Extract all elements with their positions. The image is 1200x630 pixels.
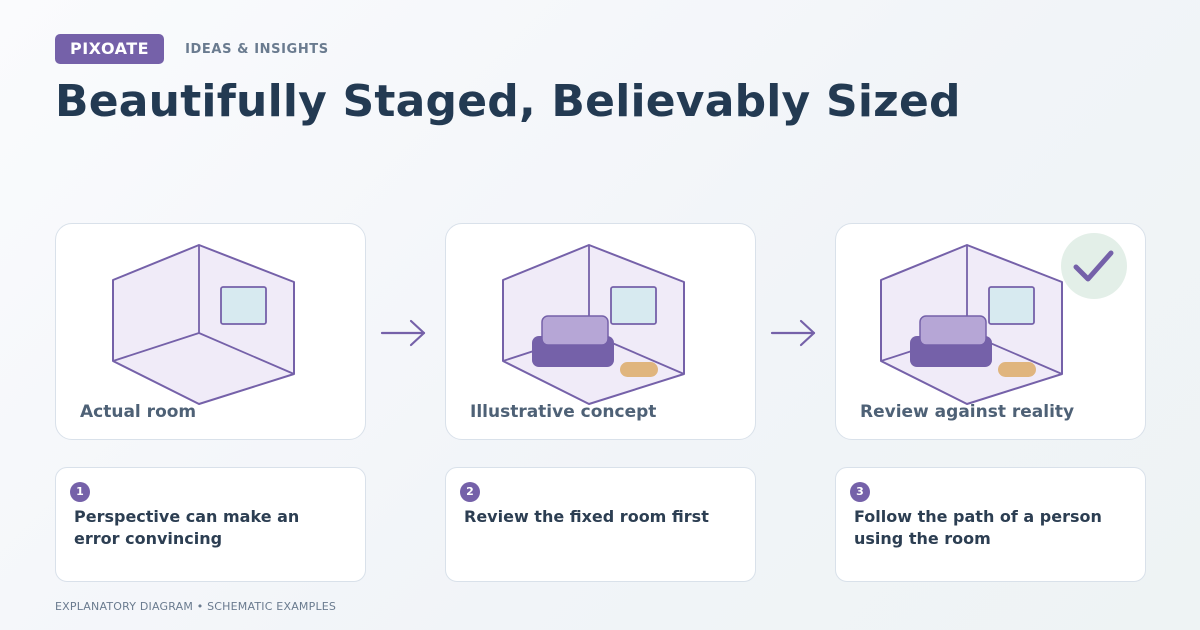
step-number-badge: 1: [70, 482, 90, 502]
step-number-badge: 3: [850, 482, 870, 502]
rug-icon: [620, 362, 658, 377]
window-icon: [610, 286, 657, 325]
room-illustration: [112, 244, 295, 405]
panel-actual-room: Actual room: [55, 223, 366, 440]
step-text: Follow the path of a person using the ro…: [854, 507, 1102, 548]
brand: PIXOATE IDEAS & INSIGHTS: [55, 34, 329, 64]
arrow-right-icon: [380, 319, 426, 347]
panel-label: Actual room: [80, 402, 197, 422]
step-card-3: 3 Follow the path of a person using the …: [835, 467, 1146, 582]
panel-review-against-reality: Review against reality: [835, 223, 1146, 440]
panel-label: Illustrative concept: [470, 402, 657, 422]
brand-tagline: IDEAS & INSIGHTS: [185, 41, 329, 57]
step-text: Review the fixed room first: [464, 507, 709, 526]
rug-icon: [998, 362, 1036, 377]
page-title: Beautifully Staged, Believably Sized: [55, 76, 961, 127]
checkmark-icon: [1061, 233, 1127, 299]
step-card-2: 2 Review the fixed room first: [445, 467, 756, 582]
panel-illustrative-concept: Illustrative concept: [445, 223, 756, 440]
step-number-badge: 2: [460, 482, 480, 502]
room-illustration: [880, 244, 1063, 405]
step-card-1: 1 Perspective can make an error convinci…: [55, 467, 366, 582]
footer-caption: EXPLANATORY DIAGRAM • SCHEMATIC EXAMPLES: [55, 600, 337, 613]
panel-label: Review against reality: [860, 402, 1075, 422]
brand-logo: PIXOATE: [55, 34, 165, 64]
step-text: Perspective can make an error convincing: [74, 507, 300, 548]
room-illustration: [502, 244, 685, 405]
window-icon: [220, 286, 267, 325]
window-icon: [988, 286, 1035, 325]
arrow-right-icon: [770, 319, 816, 347]
